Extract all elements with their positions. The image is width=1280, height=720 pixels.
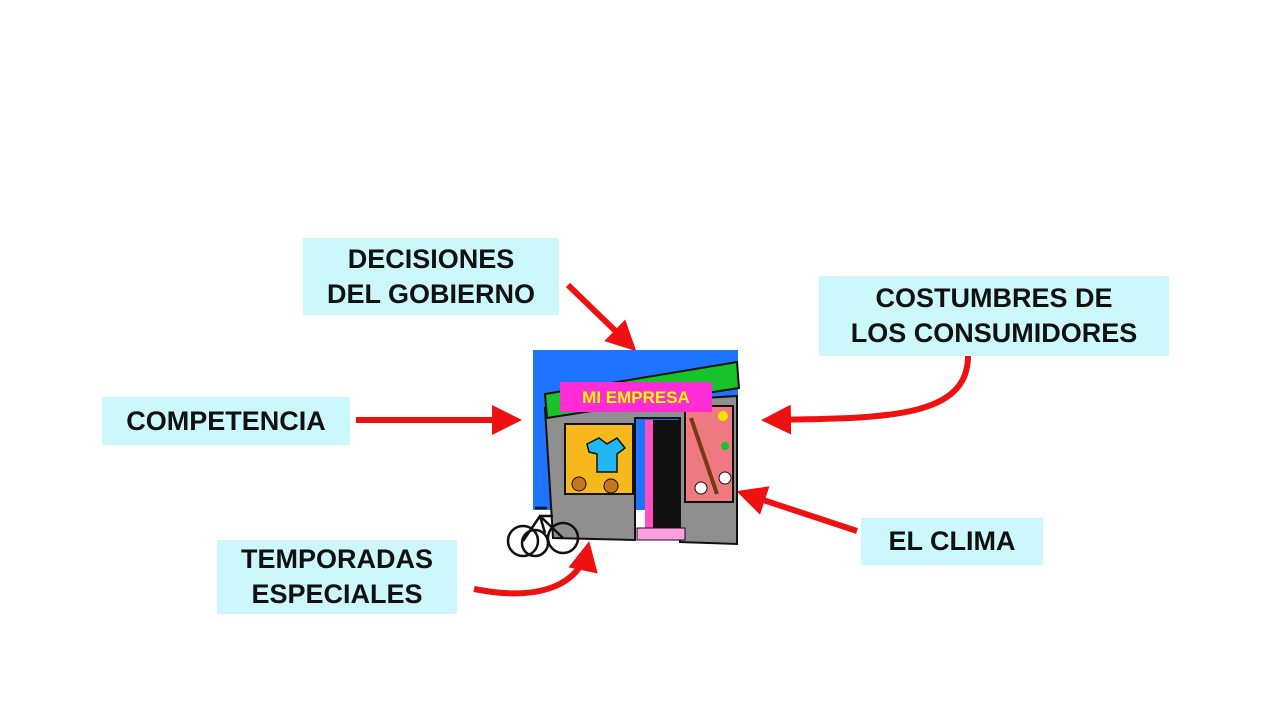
store-illustration: MI EMPRESA: [506, 350, 741, 558]
factor-el-clima: EL CLIMA: [861, 518, 1043, 565]
factor-line: LOS CONSUMIDORES: [850, 318, 1138, 348]
factor-line: EL CLIMA: [888, 526, 1016, 556]
factor-line: DECISIONES: [347, 243, 515, 274]
factor-line: DEL GOBIERNO: [326, 278, 536, 309]
factor-line: COSTUMBRES DE: [875, 283, 1113, 313]
store-sign: [560, 382, 712, 412]
factor-costumbres-de-los-consumidores: COSTUMBRES DE LOS CONSUMIDORES: [819, 276, 1169, 356]
arrow-temporadas: [473, 541, 598, 597]
factor-competencia: COMPETENCIA: [102, 397, 350, 445]
arrow-decisiones: [565, 282, 637, 352]
factor-decisiones-del-gobierno: DECISIONES DEL GOBIERNO: [303, 238, 559, 315]
factor-line: ESPECIALES: [251, 579, 423, 609]
factor-line: TEMPORADAS: [240, 544, 433, 574]
arrow-clima: [736, 486, 858, 534]
factor-temporadas-especiales: TEMPORADAS ESPECIALES: [217, 540, 457, 614]
bicycle-icon: [506, 506, 580, 558]
factor-line: COMPETENCIA: [126, 405, 326, 436]
arrow-costumbres: [761, 355, 971, 435]
store-sign-text: MI EMPRESA: [582, 388, 690, 407]
right-window: [684, 405, 734, 503]
shirt-icon: [586, 437, 627, 473]
ball-icon: [571, 476, 587, 492]
